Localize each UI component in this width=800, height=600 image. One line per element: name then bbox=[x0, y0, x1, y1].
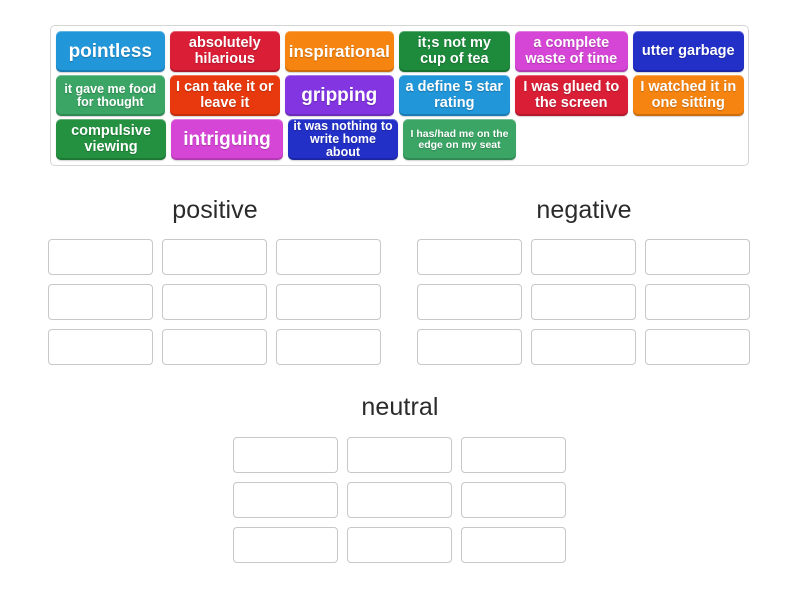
tile-intriguing[interactable]: intriguing bbox=[171, 119, 283, 160]
drop-slot[interactable] bbox=[347, 437, 452, 473]
tile-i-was-glued-to-the-screen[interactable]: I was glued to the screen bbox=[515, 75, 628, 116]
drop-slot[interactable] bbox=[48, 284, 153, 320]
drop-slot[interactable] bbox=[233, 527, 338, 563]
slot-row bbox=[417, 329, 751, 365]
drop-slot[interactable] bbox=[347, 482, 452, 518]
category-negative: negative bbox=[417, 196, 751, 365]
drop-slot[interactable] bbox=[461, 437, 566, 473]
tile-its-not-my-cup-of-tea[interactable]: it;s not my cup of tea bbox=[398, 31, 511, 72]
word-tile-bank: pointless absolutely hilarious inspirati… bbox=[50, 25, 749, 166]
drop-slot[interactable] bbox=[276, 329, 381, 365]
slot-row bbox=[233, 437, 567, 473]
tile-row-1: pointless absolutely hilarious inspirati… bbox=[56, 31, 744, 72]
tile-inspirational[interactable]: inspirational bbox=[285, 31, 394, 72]
drop-slot[interactable] bbox=[233, 482, 338, 518]
drop-slot[interactable] bbox=[461, 527, 566, 563]
slot-row bbox=[48, 284, 382, 320]
tile-it-was-nothing-to-write-home-about[interactable]: it was nothing to write home about bbox=[288, 119, 398, 160]
tile-a-define-5-star-rating[interactable]: a define 5 star rating bbox=[398, 75, 511, 116]
slot-grid-neutral bbox=[233, 437, 567, 563]
slot-row bbox=[417, 284, 751, 320]
drop-slot[interactable] bbox=[162, 284, 267, 320]
slot-row bbox=[48, 329, 382, 365]
tile-i-watched-it-in-one-sitting[interactable]: I watched it in one sitting bbox=[632, 75, 744, 116]
drop-slot[interactable] bbox=[233, 437, 338, 473]
category-title-positive: positive bbox=[172, 196, 258, 224]
drop-slot[interactable] bbox=[417, 239, 522, 275]
drop-slot[interactable] bbox=[531, 284, 636, 320]
category-title-negative: negative bbox=[536, 196, 632, 224]
drop-slot[interactable] bbox=[417, 329, 522, 365]
drop-slot[interactable] bbox=[347, 527, 452, 563]
slot-row bbox=[233, 527, 567, 563]
tile-row-2: it gave me food for thought I can take i… bbox=[56, 75, 744, 116]
tile-i-hashad-me-on-the-edge-on-my-seat[interactable]: I has/had me on the edge on my seat bbox=[403, 119, 516, 160]
slot-grid-negative bbox=[417, 239, 751, 365]
drop-slot[interactable] bbox=[531, 239, 636, 275]
tile-it-gave-me-food-for-thought[interactable]: it gave me food for thought bbox=[56, 75, 165, 116]
drop-slot[interactable] bbox=[645, 239, 750, 275]
tile-row-3: compulsive viewing intriguing it was not… bbox=[56, 119, 744, 160]
drop-slot[interactable] bbox=[461, 482, 566, 518]
tile-pointless[interactable]: pointless bbox=[56, 31, 165, 72]
tile-rows-container: pointless absolutely hilarious inspirati… bbox=[56, 31, 744, 160]
category-positive: positive bbox=[48, 196, 382, 365]
drop-slot[interactable] bbox=[645, 329, 750, 365]
drop-slot[interactable] bbox=[48, 239, 153, 275]
drop-slot[interactable] bbox=[48, 329, 153, 365]
slot-row bbox=[233, 482, 567, 518]
drop-slot[interactable] bbox=[645, 284, 750, 320]
tile-i-can-take-it-or-leave-it[interactable]: I can take it or leave it bbox=[169, 75, 281, 116]
category-neutral: neutral bbox=[233, 393, 567, 563]
slot-row bbox=[48, 239, 382, 275]
drop-slot[interactable] bbox=[162, 329, 267, 365]
tile-a-complete-waste-of-time[interactable]: a complete waste of time bbox=[515, 31, 628, 72]
drop-slot[interactable] bbox=[276, 239, 381, 275]
drop-slot[interactable] bbox=[276, 284, 381, 320]
tile-gripping[interactable]: gripping bbox=[285, 75, 394, 116]
drop-slot[interactable] bbox=[417, 284, 522, 320]
tile-utter-garbage[interactable]: utter garbage bbox=[632, 31, 744, 72]
slot-row bbox=[417, 239, 751, 275]
slot-grid-positive bbox=[48, 239, 382, 365]
category-title-neutral: neutral bbox=[361, 393, 439, 421]
tile-compulsive-viewing[interactable]: compulsive viewing bbox=[56, 119, 166, 160]
tile-absolutely-hilarious[interactable]: absolutely hilarious bbox=[169, 31, 281, 72]
drop-slot[interactable] bbox=[531, 329, 636, 365]
drop-slot[interactable] bbox=[162, 239, 267, 275]
